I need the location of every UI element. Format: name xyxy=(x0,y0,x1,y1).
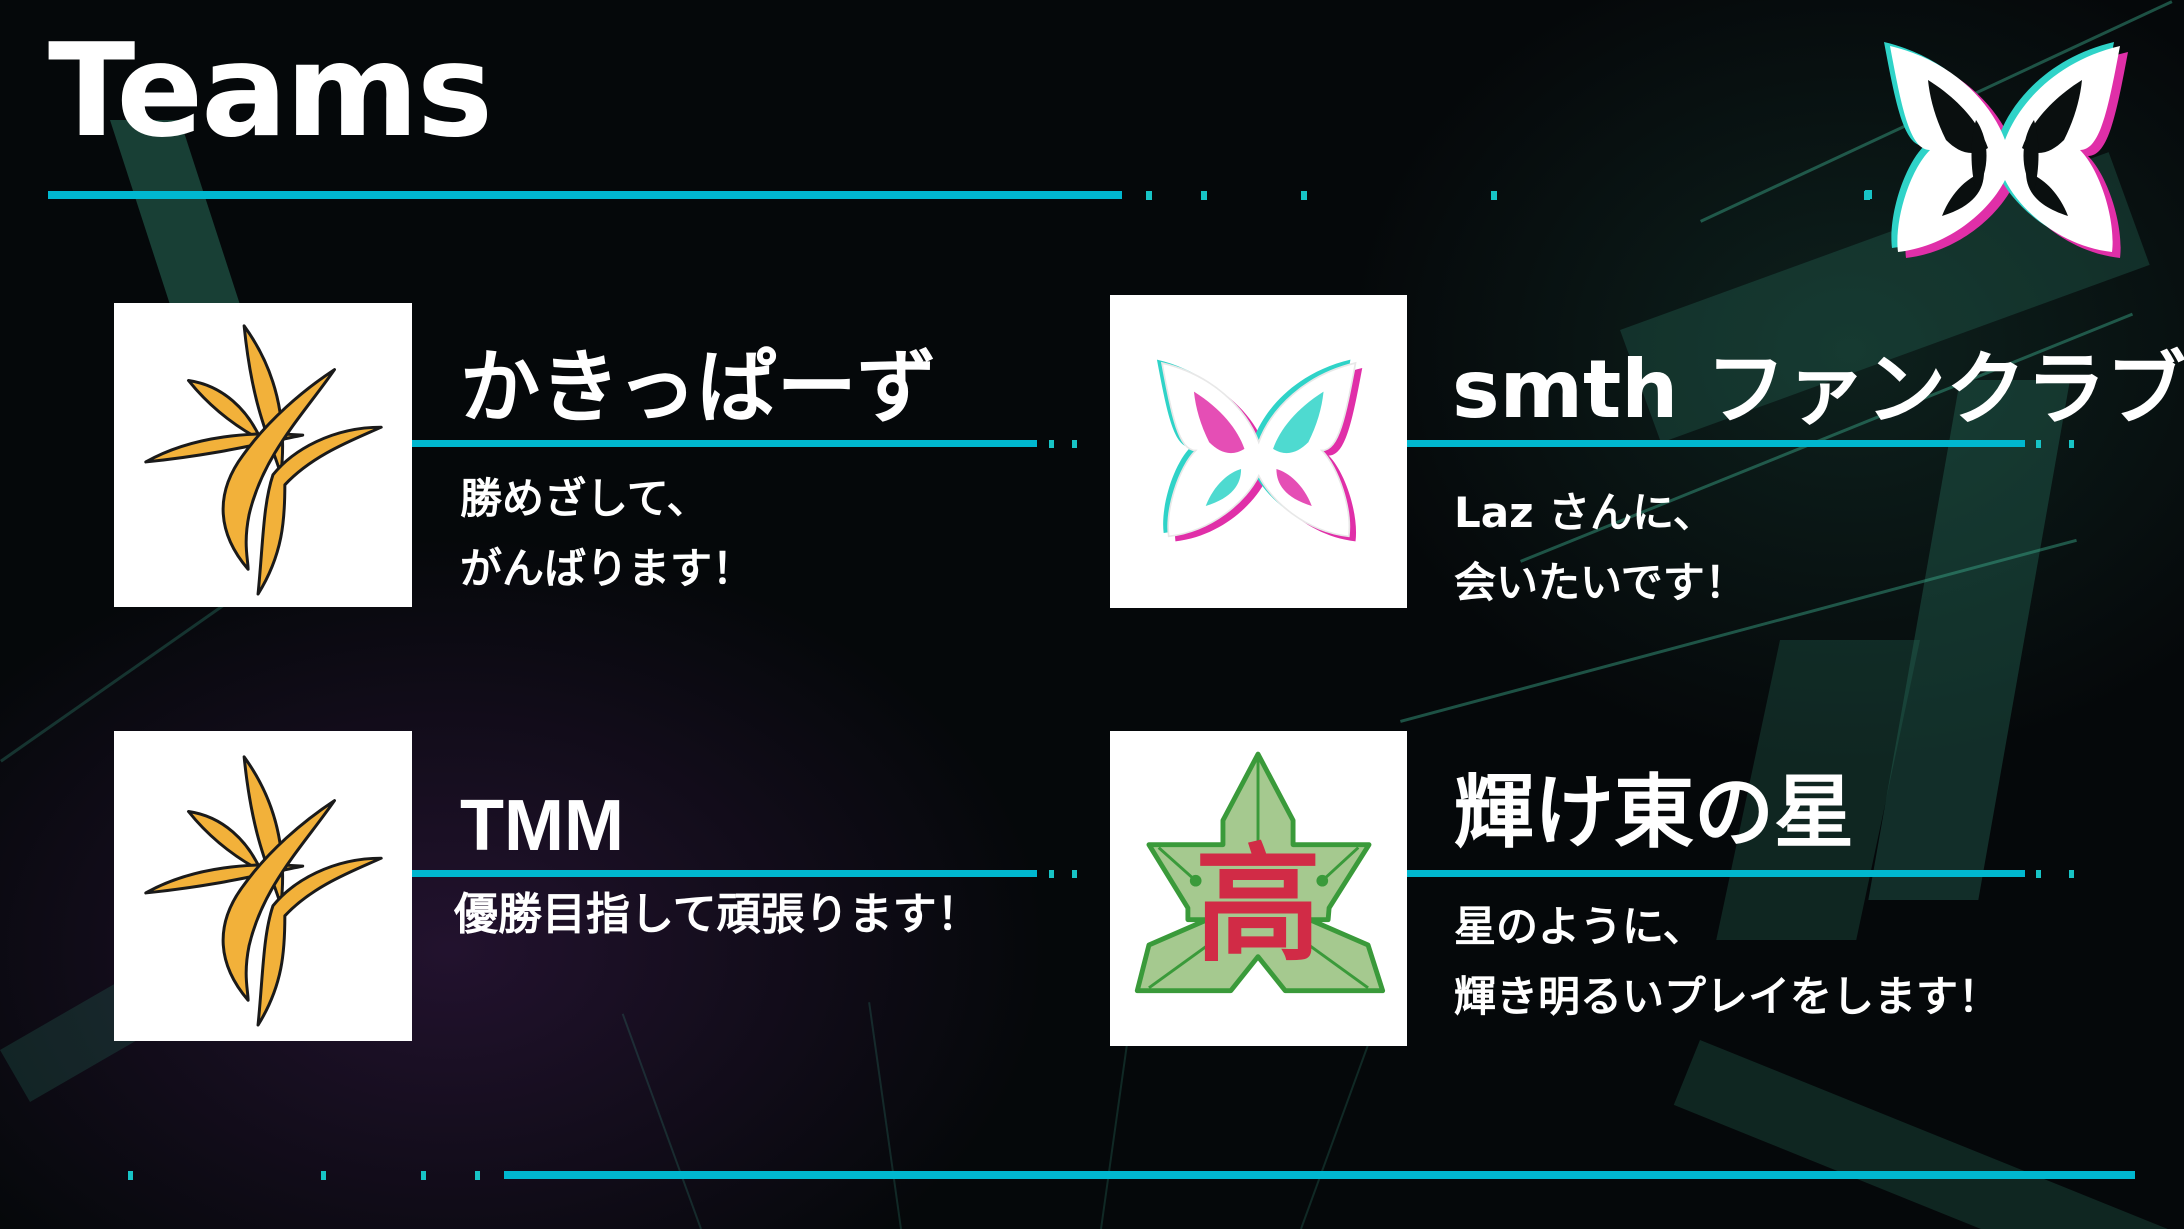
page-title: Teams xyxy=(48,17,493,166)
team-message: Laz さんに、 会いたいです！ xyxy=(1454,488,1747,607)
team-divider xyxy=(1407,870,2025,877)
divider-dot xyxy=(2036,440,2041,448)
divider-dot xyxy=(1865,190,1872,199)
team-divider xyxy=(412,440,1037,447)
divider-dot xyxy=(1301,191,1307,200)
butterfly-logo-icon xyxy=(1884,42,2128,258)
team-name: 輝け東の星 xyxy=(1454,766,1854,859)
team-divider xyxy=(412,870,1037,877)
team-logo-card xyxy=(114,303,412,607)
team-name: TMM xyxy=(460,786,624,866)
footer-divider xyxy=(504,1171,2135,1179)
team-divider xyxy=(1407,440,2025,447)
divider-dot xyxy=(1146,191,1152,200)
divider-dot xyxy=(421,1171,426,1180)
divider-dot xyxy=(128,1171,133,1180)
team-name: smth ファンクラブ xyxy=(1452,343,2184,436)
butterfly-logo-icon xyxy=(1156,359,1363,542)
team-logo-card xyxy=(114,731,412,1041)
green-star-school-emblem-icon: 高 xyxy=(1134,751,1386,994)
divider-dot xyxy=(1072,440,1077,448)
team-message: 優勝目指して頑張ります！ xyxy=(454,889,981,940)
divider-dot xyxy=(2069,870,2074,878)
team-message: 星のように、 輝き明るいプレイをします！ xyxy=(1454,902,2001,1021)
divider-dot xyxy=(321,1171,326,1180)
team-message: 勝めざして、 がんばります！ xyxy=(460,474,755,593)
golden-leaf-emblem-icon xyxy=(144,755,383,1027)
divider-dot xyxy=(2069,440,2074,448)
divider-dot xyxy=(2036,870,2041,878)
divider-dot xyxy=(1072,870,1077,878)
team-logo-card: 高 xyxy=(1110,731,1407,1046)
team-logo-card xyxy=(1110,295,1407,608)
divider-dot xyxy=(1491,191,1497,200)
divider-dot xyxy=(475,1171,480,1180)
golden-leaf-emblem-icon xyxy=(144,324,383,596)
divider-dot xyxy=(1049,870,1054,878)
team-name: かきっぱーず xyxy=(460,341,937,434)
svg-text:高: 高 xyxy=(1195,831,1322,979)
divider-dot xyxy=(1049,440,1054,448)
divider-dot xyxy=(1201,191,1207,200)
title-divider xyxy=(48,191,1122,199)
